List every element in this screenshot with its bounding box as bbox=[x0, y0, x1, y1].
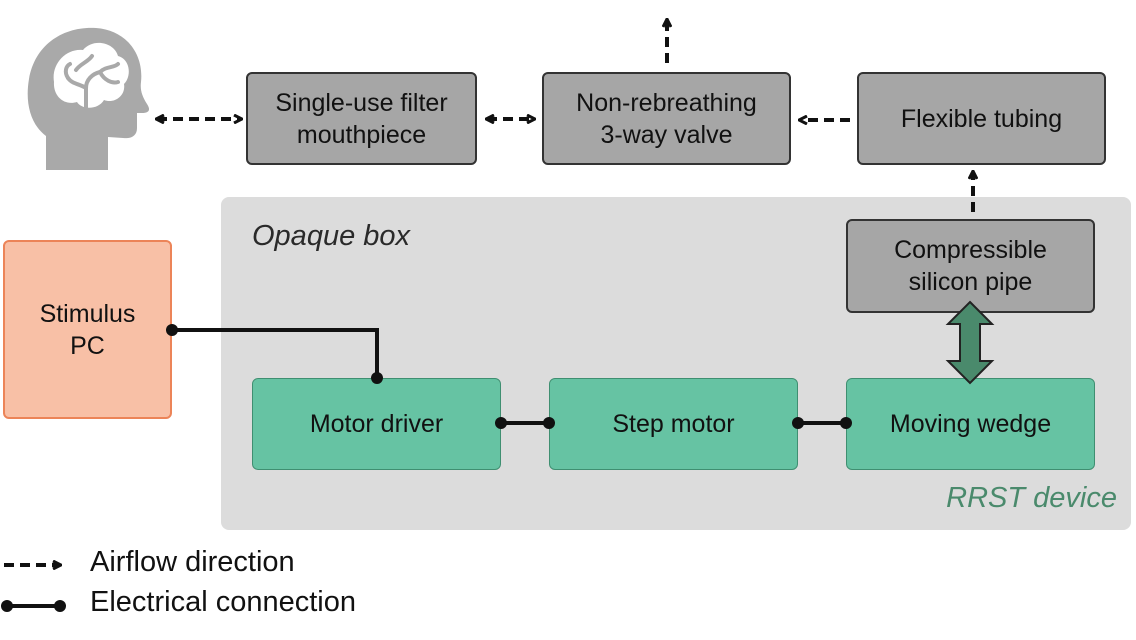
three-way-valve-box: Non-rebreathing 3-way valve bbox=[542, 72, 791, 165]
stimulus-pc-box: Stimulus PC bbox=[3, 240, 172, 419]
mechanical-double-arrow bbox=[945, 300, 995, 385]
head-with-brain-icon bbox=[27, 27, 150, 170]
wire-node bbox=[166, 324, 178, 336]
legend-electrical-node bbox=[54, 600, 66, 612]
moving-wedge-box: Moving wedge bbox=[846, 378, 1095, 470]
opaque-box-label: Opaque box bbox=[252, 220, 411, 252]
wire-node bbox=[371, 372, 383, 384]
rrst-device-label: RRST device bbox=[946, 482, 1117, 514]
wire-node bbox=[495, 417, 507, 429]
legend-electrical-node bbox=[1, 600, 13, 612]
electrical-wire-pc-driver bbox=[172, 328, 379, 378]
legend-airflow-label: Airflow direction bbox=[90, 546, 295, 578]
filter-mouthpiece-box: Single-use filter mouthpiece bbox=[246, 72, 477, 165]
wire-node bbox=[792, 417, 804, 429]
wire-node bbox=[840, 417, 852, 429]
motor-driver-box: Motor driver bbox=[252, 378, 501, 470]
legend-electrical-label: Electrical connection bbox=[90, 586, 356, 618]
wire-node bbox=[543, 417, 555, 429]
step-motor-box: Step motor bbox=[549, 378, 798, 470]
silicon-pipe-box: Compressible silicon pipe bbox=[846, 219, 1095, 313]
flexible-tubing-box: Flexible tubing bbox=[857, 72, 1106, 165]
